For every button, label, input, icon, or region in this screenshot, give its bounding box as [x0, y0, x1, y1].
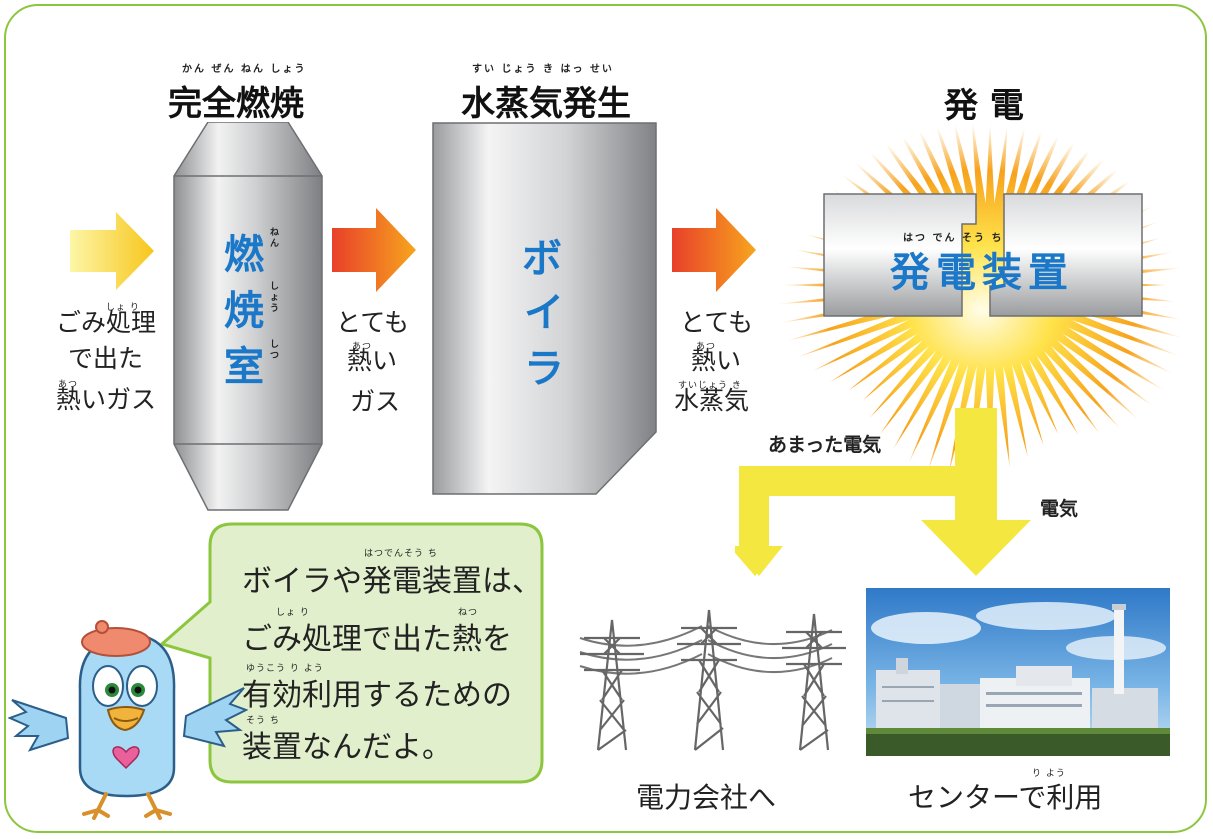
furnace-ruby-1: ね ん — [270, 228, 281, 249]
bubble-line3: 有効利用するための — [242, 678, 512, 713]
furnace-ruby-2: しょう — [270, 282, 281, 314]
hot-gas-line3: ガス — [350, 387, 401, 416]
hot-steam-ruby3: すいじょう き — [678, 381, 742, 391]
hot-gas-line1: とても — [336, 308, 410, 337]
generator-ruby: はつ でん そう ち — [903, 233, 1004, 244]
power-title: 発 電 — [944, 86, 1024, 126]
hot-gas-ruby2: あつ — [352, 342, 373, 352]
hot-steam-line3: 水蒸気 — [674, 386, 750, 415]
boiler-vessel — [432, 122, 657, 495]
furnace-char-3: 室 — [224, 344, 264, 390]
orange-arrow-icon — [332, 208, 416, 292]
generator-device — [823, 193, 1143, 317]
bubble-ruby4: そう ち — [246, 716, 280, 726]
hot-gas-line2: 熱い — [347, 346, 398, 375]
combustion-title: 完全燃焼 — [168, 84, 304, 124]
bubble-ruby3: ゆうこう り よう — [246, 664, 324, 674]
hot-steam-line1: とても — [680, 308, 754, 337]
hot-steam-line2: 熱い — [691, 346, 742, 375]
boiler-char-3: ラ — [524, 346, 564, 392]
center-caption: センターで利用 — [908, 781, 1103, 814]
bubble-line1: ボイラや発電装置は、 — [242, 564, 542, 599]
heart-icon — [112, 746, 140, 770]
power-company-caption: 電力会社へ — [636, 781, 777, 814]
bubble-ruby1: はつでんそう ち — [364, 549, 438, 559]
boiler-char-2: イ — [524, 290, 564, 336]
furnace-vessel — [173, 122, 323, 511]
gas-in-ruby1: しょ り — [106, 303, 140, 313]
bubble-ruby2a: しょ り — [276, 608, 310, 618]
hot-steam-ruby2: あつ — [696, 342, 717, 352]
generator-label: 発電装置 — [890, 250, 1074, 296]
furnace-ruby-3: し つ — [270, 340, 281, 361]
bubble-ruby2b: ねつ — [458, 608, 479, 618]
steam-title: 水蒸気発生 — [461, 84, 631, 124]
center-photo — [866, 588, 1170, 756]
electricity-flow-arrows — [735, 408, 1031, 576]
center-caption-ruby: り よう — [1032, 769, 1066, 779]
bird-mascot-icon — [8, 620, 248, 820]
steam-title-ruby: すい じょう き はっ せい — [472, 64, 614, 75]
orange-arrow-icon — [672, 208, 756, 292]
speech-bubble — [158, 522, 544, 784]
power-tower-icon — [579, 609, 846, 751]
bubble-line2: ごみ処理で出た熱を — [242, 622, 512, 657]
furnace-char-2: 焼 — [224, 288, 264, 334]
gas-in-line3: 熱いガス — [56, 385, 157, 414]
gas-in-line2: で出た — [68, 344, 144, 373]
furnace-char-1: 燃 — [224, 232, 264, 278]
boiler-char-1: ボ — [522, 236, 562, 282]
combustion-title-ruby: かん ぜん ねん しょう — [182, 64, 307, 75]
electricity-label: 電気 — [1040, 498, 1079, 520]
gas-in-line1: ごみ処理 — [56, 308, 157, 337]
surplus-electricity-label: あまった電気 — [768, 434, 882, 456]
diagram-frame — [4, 4, 1207, 833]
gas-in-ruby3: あつ — [58, 380, 79, 390]
yellow-arrow-icon — [70, 212, 154, 290]
bubble-line4: 装置なんだよ。 — [242, 730, 452, 765]
